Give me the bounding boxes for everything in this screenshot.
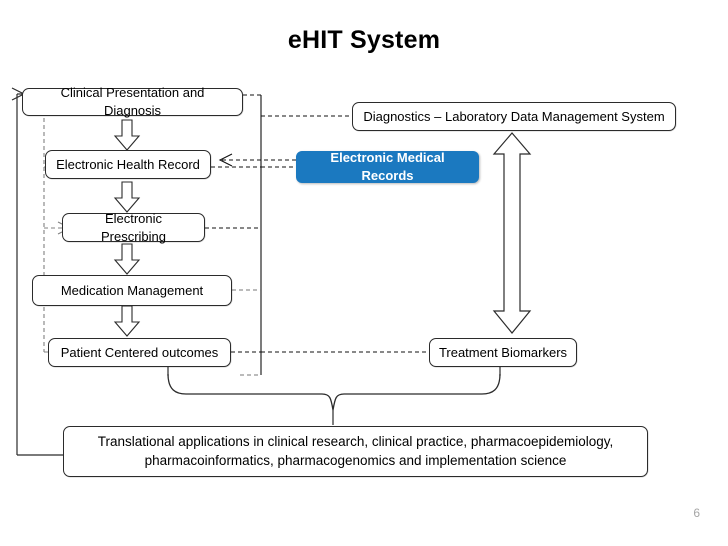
emr-to-ehr-arrow [218,153,296,167]
box-label: Medication Management [60,282,204,298]
page-number: 6 [693,506,700,520]
box-medication-management[interactable]: Medication Management [32,275,232,306]
box-label: Treatment Biomarkers [438,344,568,360]
box-clinical-presentation[interactable]: Clinical Presentation and Diagnosis [22,85,243,118]
box-treatment-biomarkers[interactable]: Treatment Biomarkers [429,338,577,367]
box-label: Translational applications in clinical r… [97,434,614,468]
page-title: eHIT System [287,26,441,54]
box-label: Patient Centered outcomes [60,344,219,360]
box-label: Clinical Presentation and Diagnosis [60,85,205,118]
box-electronic-health-record[interactable]: Electronic Health Record [45,150,211,179]
brace-stubs [167,367,501,425]
box-label: Electronic Health Record [56,156,200,172]
middle-collector-bracket [205,94,262,376]
down-arrow-4 [113,305,141,337]
box-electronic-prescribing[interactable]: Electronic Prescribing [62,210,205,244]
box-electronic-medical-records[interactable]: Electronic Medical Records [296,150,479,183]
box-patient-centered-outcomes[interactable]: Patient Centered outcomes [48,338,231,367]
down-arrow-3 [113,243,141,275]
box-translational-applications[interactable]: Translational applications in clinical r… [63,426,648,477]
box-diagnostics-lab-data[interactable]: Diagnostics – Laboratory Data Management… [352,102,676,131]
box-label: Electronic Prescribing [100,210,167,244]
curly-brace [167,373,501,411]
box-label: Diagnostics – Laboratory Data Management… [363,108,665,124]
down-arrow-2 [113,181,141,213]
box-label: Electronic Medical Records [330,150,445,183]
bidirectional-block-arrow [492,132,532,334]
feedback-loop-outer [11,87,70,456]
down-arrow-1 [113,119,141,151]
